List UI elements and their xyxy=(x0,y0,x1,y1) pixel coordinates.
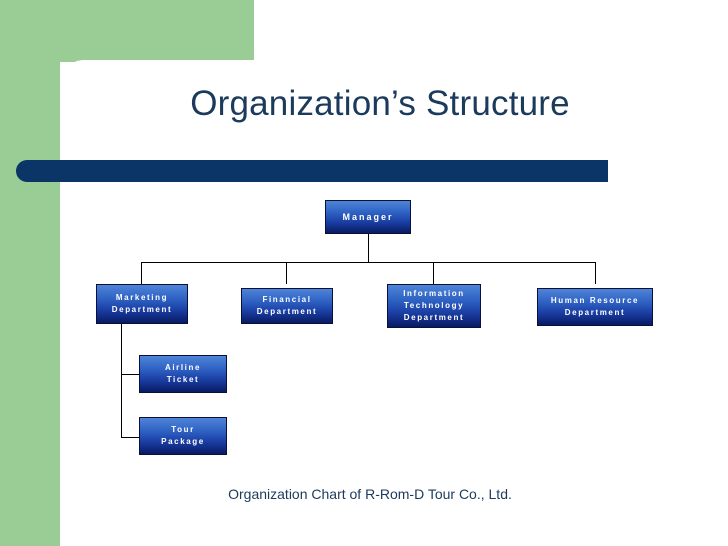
node-manager[interactable]: Manager xyxy=(325,200,411,234)
green-top-block xyxy=(0,0,254,62)
connector-level1-bus xyxy=(141,262,596,263)
connector-stem-financial xyxy=(286,262,287,284)
chart-caption: Organization Chart of R-Rom-D Tour Co., … xyxy=(228,486,512,502)
node-it-line-0: Information xyxy=(403,289,465,298)
connector-manager-stem xyxy=(368,234,369,262)
connector-stem-marketing xyxy=(141,262,142,284)
connector-branch-tour xyxy=(121,437,139,438)
node-it-line-2: Department xyxy=(403,313,465,322)
node-financial-line-0: Financial xyxy=(262,295,312,304)
node-marketing-line-0: Marketing xyxy=(115,293,169,302)
node-airline-ticket[interactable]: Airline Ticket xyxy=(139,355,227,393)
node-hr-line-1: Department xyxy=(564,308,626,317)
connector-stem-hr xyxy=(595,262,596,284)
node-human-resource-department[interactable]: Human Resource Department xyxy=(537,288,653,326)
connector-branch-airline xyxy=(121,374,139,375)
node-marketing-line-1: Department xyxy=(111,305,173,314)
node-hr-line-0: Human Resource xyxy=(550,296,640,305)
node-manager-line-0: Manager xyxy=(342,212,394,222)
green-side-strip xyxy=(0,0,60,546)
node-information-technology-department[interactable]: Information Technology Department xyxy=(387,284,481,328)
connector-marketing-drop xyxy=(121,324,122,438)
connector-stem-it xyxy=(433,262,434,284)
node-airline-line-0: Airline xyxy=(164,363,202,372)
node-marketing-department[interactable]: Marketing Department xyxy=(96,284,188,324)
node-financial-line-1: Department xyxy=(256,307,318,316)
node-tour-line-0: Tour xyxy=(171,425,195,434)
node-tour-line-1: Package xyxy=(161,437,205,446)
title-underline-bar xyxy=(16,160,608,182)
node-financial-department[interactable]: Financial Department xyxy=(241,288,333,324)
node-tour-package[interactable]: Tour Package xyxy=(139,417,227,455)
node-it-line-1: Technology xyxy=(403,301,465,310)
node-airline-line-1: Ticket xyxy=(166,375,200,384)
page-title: Organization’s Structure xyxy=(190,84,570,123)
